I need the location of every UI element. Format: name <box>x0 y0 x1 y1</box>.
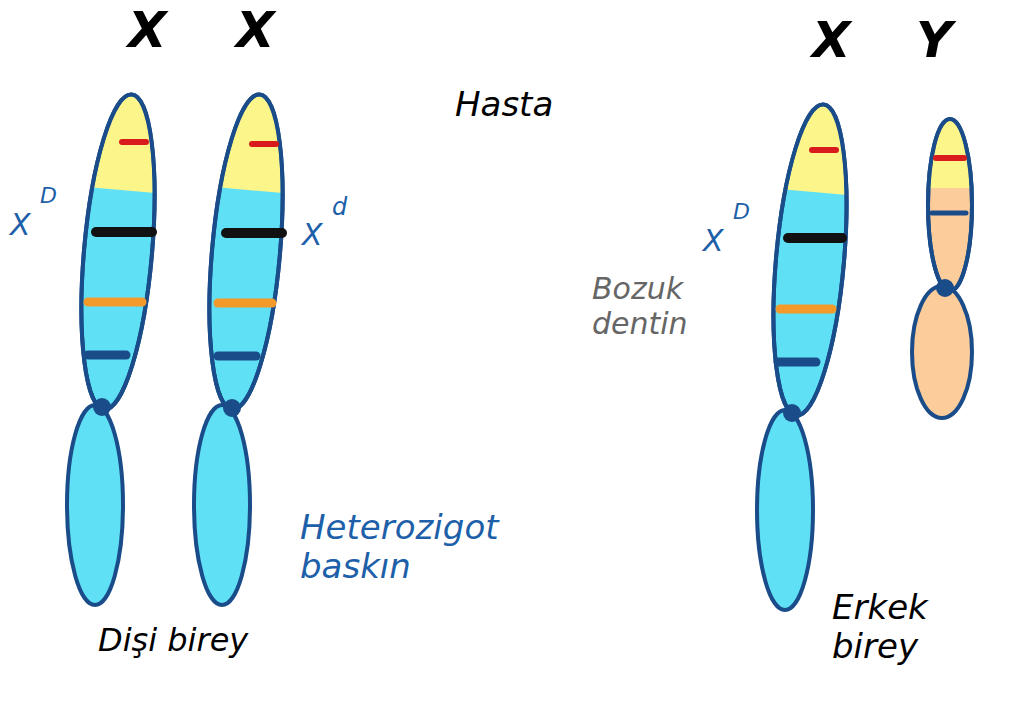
allele-superscript: d <box>332 194 347 222</box>
sex-label: Dişi birey <box>98 622 258 659</box>
allele-letter: X <box>10 208 31 243</box>
inheritance-label: Heterozigot baskın <box>300 508 600 586</box>
chromosome-letter: X <box>236 2 275 60</box>
allele-superscript: D <box>40 183 57 208</box>
chromosome-letter: X <box>812 12 851 70</box>
status-label: Hasta <box>455 85 553 124</box>
x-chromosome <box>194 92 294 605</box>
x-chromosome <box>757 102 857 610</box>
y-chromosome <box>912 119 972 418</box>
allele-superscript: D <box>733 199 750 224</box>
trait-label: Bozuk dentin <box>592 272 742 341</box>
x-chromosome <box>67 92 166 605</box>
chromosome-letter: X <box>128 2 167 60</box>
allele-letter: X <box>302 218 323 253</box>
sex-label: Erkek birey <box>832 588 1012 666</box>
allele-letter: X <box>703 224 724 259</box>
chromosome-letter: Y <box>916 12 952 70</box>
